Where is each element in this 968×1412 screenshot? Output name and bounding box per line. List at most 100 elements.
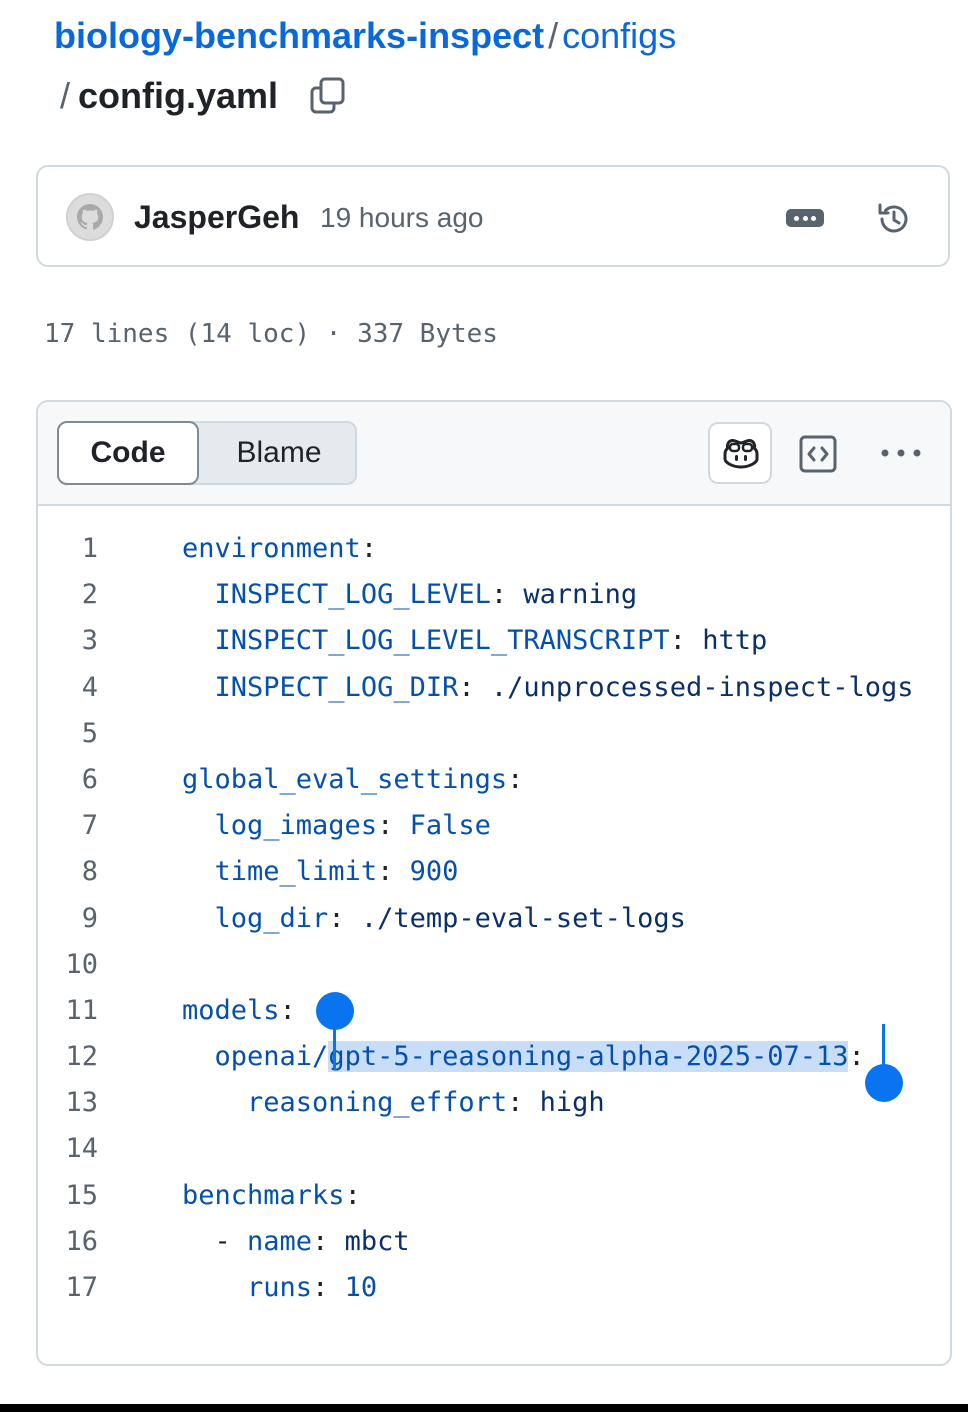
line-number[interactable]: 15 [65, 1179, 98, 1211]
yaml-key: environment [182, 533, 361, 564]
code-line: 2 INSPECT_LOG_LEVEL: warning [38, 572, 950, 618]
yaml-value: ./temp-eval-set-logs [344, 902, 686, 934]
code-line: 11 models: [38, 988, 950, 1034]
yaml-colon: : [377, 810, 394, 842]
line-number[interactable]: 14 [65, 1133, 98, 1165]
tab-blame[interactable]: Blame [236, 436, 322, 469]
selection-end-handle[interactable] [865, 1064, 903, 1102]
selection-start-handle[interactable] [316, 992, 354, 1030]
code-line: 12 openai/gpt-5-reasoning-alpha-2025-07-… [38, 1034, 950, 1080]
line-number[interactable]: 3 [81, 625, 98, 657]
yaml-value: high [523, 1087, 605, 1119]
yaml-colon: : [669, 625, 686, 657]
tab-code[interactable]: Code [57, 421, 199, 485]
yaml-key: global_eval_settings [182, 763, 508, 795]
yaml-key: log_dir [214, 902, 329, 934]
indent [182, 810, 215, 841]
indent [182, 1087, 247, 1118]
line-number[interactable]: 4 [81, 671, 98, 703]
selection-start-caret [333, 1026, 336, 1070]
line-content: time_limit: 900 [182, 849, 459, 895]
line-number[interactable]: 8 [81, 856, 98, 888]
line-content: - name: mbct [182, 1219, 410, 1265]
copilot-button[interactable] [708, 422, 772, 484]
breadcrumb-folder-link[interactable]: configs [562, 15, 677, 56]
line-number[interactable]: 5 [81, 717, 98, 749]
yaml-value: warning [507, 579, 638, 611]
yaml-colon: : [328, 902, 345, 934]
ellipsis-badge-icon[interactable] [786, 209, 824, 227]
yaml-colon: : [360, 533, 378, 564]
line-number[interactable]: 9 [81, 902, 98, 934]
line-content: global_eval_settings: [182, 757, 523, 803]
yaml-colon: : [344, 1179, 361, 1211]
yaml-key: runs [247, 1272, 313, 1303]
line-content: models: [182, 988, 296, 1034]
line-number[interactable]: 16 [65, 1225, 98, 1257]
line-content: INSPECT_LOG_DIR: ./unprocessed-inspect-l… [182, 665, 914, 711]
indent [182, 672, 215, 703]
yaml-colon: : [458, 671, 475, 703]
yaml-colon: : [312, 1225, 329, 1257]
line-content: openai/gpt-5-reasoning-alpha-2025-07-13: [182, 1034, 865, 1080]
line-number[interactable]: 12 [65, 1041, 98, 1073]
line-number[interactable]: 2 [81, 579, 98, 611]
line-number[interactable]: 7 [81, 810, 98, 842]
yaml-key: name [247, 1225, 313, 1257]
code-line: 17 runs: 10 [38, 1265, 950, 1311]
selection-end-caret [882, 1024, 885, 1070]
yaml-value: 900 [393, 856, 459, 888]
github-avatar-icon[interactable] [66, 193, 114, 241]
yaml-key: time_limit [214, 856, 378, 888]
bottom-bar [0, 1404, 968, 1412]
line-content: runs: 10 [182, 1265, 377, 1311]
yaml-key-prefix: openai/ [214, 1041, 329, 1073]
yaml-colon: : [490, 579, 508, 611]
copilot-icon [723, 438, 759, 469]
indent [182, 903, 215, 934]
breadcrumb-separator: / [60, 75, 71, 116]
indent [182, 1041, 215, 1072]
yaml-key: benchmarks [182, 1179, 345, 1211]
code-line: 5 [38, 711, 950, 757]
history-icon[interactable] [874, 199, 914, 239]
kebab-menu-icon[interactable] [880, 442, 922, 464]
line-number[interactable]: 6 [81, 763, 98, 795]
raw-code-icon[interactable] [798, 434, 838, 474]
line-number[interactable]: 10 [65, 948, 98, 980]
yaml-colon: : [848, 1041, 865, 1073]
yaml-value: 10 [328, 1272, 378, 1303]
line-content: INSPECT_LOG_LEVEL_TRANSCRIPT: http [182, 618, 768, 664]
indent [182, 1272, 247, 1303]
breadcrumb: biology-benchmarks-inspect/configs [54, 14, 676, 58]
line-content: log_dir: ./temp-eval-set-logs [182, 896, 686, 942]
line-number[interactable]: 13 [65, 1087, 98, 1119]
indent [182, 579, 215, 610]
code-line: 13 reasoning_effort: high [38, 1080, 950, 1126]
yaml-value: http [685, 625, 768, 657]
code-line: 14 [38, 1126, 950, 1172]
code-line: 7 log_images: False [38, 803, 950, 849]
line-number[interactable]: 17 [65, 1272, 98, 1303]
commit-author-link[interactable]: JasperGeh [134, 199, 300, 235]
yaml-value: False [393, 810, 491, 842]
yaml-key: INSPECT_LOG_LEVEL_TRANSCRIPT [214, 625, 670, 657]
code-line: 10 [38, 942, 950, 988]
line-number[interactable]: 11 [65, 994, 98, 1026]
yaml-key: INSPECT_LOG_DIR [214, 671, 459, 703]
code-line: 6 global_eval_settings: [38, 757, 950, 803]
latest-commit-box: JasperGeh 19 hours ago [36, 165, 950, 267]
line-number[interactable]: 1 [81, 533, 98, 564]
line-content: environment: [182, 526, 377, 572]
copy-path-icon[interactable] [308, 76, 348, 116]
breadcrumb-repo-link[interactable]: biology-benchmarks-inspect [54, 15, 545, 56]
yaml-value: ./unprocessed-inspect-logs [474, 671, 914, 703]
code-line: 16 - name: mbct [38, 1219, 950, 1265]
line-content: log_images: False [182, 803, 491, 849]
file-info: 17 lines (14 loc) · 337 Bytes [44, 319, 498, 349]
indent [182, 856, 215, 887]
commit-timestamp: 19 hours ago [320, 202, 484, 233]
line-content: reasoning_effort: high [182, 1080, 605, 1126]
line-content: benchmarks: [182, 1173, 361, 1219]
